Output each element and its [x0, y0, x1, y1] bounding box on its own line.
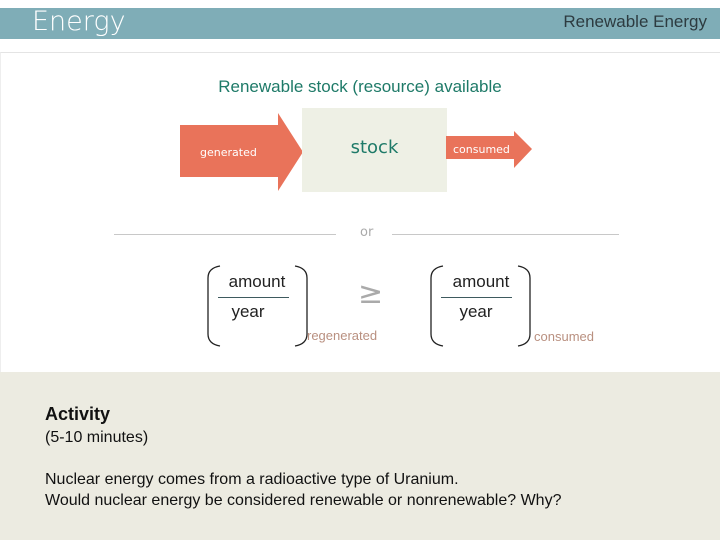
diagram-panel: [0, 52, 720, 372]
separator-line-left: [114, 234, 336, 235]
generated-label: generated: [200, 146, 257, 159]
denominator: year: [459, 302, 493, 321]
diagram-title: Renewable stock (resource) available: [218, 77, 502, 96]
consumed-fraction: amount year: [428, 264, 548, 360]
separator-line-right: [392, 234, 619, 235]
header-subtitle: Renewable Energy: [563, 12, 707, 31]
stock-label: stock: [350, 137, 399, 158]
activity-title: Activity: [45, 404, 111, 424]
consumed-subscript: consumed: [534, 329, 594, 344]
numerator: amount: [452, 272, 510, 291]
fraction-bar: [218, 297, 289, 298]
activity-text-line: Nuclear energy comes from a radioactive …: [45, 471, 459, 488]
activity-section: Activity (5-10 minutes) Nuclear energy c…: [0, 372, 720, 540]
regenerated-subscript: regenerated: [307, 328, 378, 343]
header-bar: Energy Renewable Energy: [0, 6, 720, 39]
header-title: Energy: [32, 6, 126, 37]
stock-box: [302, 108, 447, 192]
separator-or: or: [360, 225, 374, 240]
denominator: year: [231, 302, 265, 321]
parentheses-icon: [430, 265, 531, 347]
fraction-bar: [441, 297, 512, 298]
parentheses-icon: [207, 265, 308, 347]
activity-duration: (5-10 minutes): [45, 429, 149, 446]
regenerated-fraction: amount year: [205, 264, 325, 360]
consumed-label: consumed: [453, 143, 510, 156]
activity-text-line: Would nuclear energy be considered renew…: [45, 492, 562, 509]
consumed-arrow: [446, 131, 532, 168]
numerator: amount: [228, 272, 286, 291]
greater-equal-symbol: ≥: [358, 276, 384, 311]
generated-arrow: [180, 113, 303, 191]
